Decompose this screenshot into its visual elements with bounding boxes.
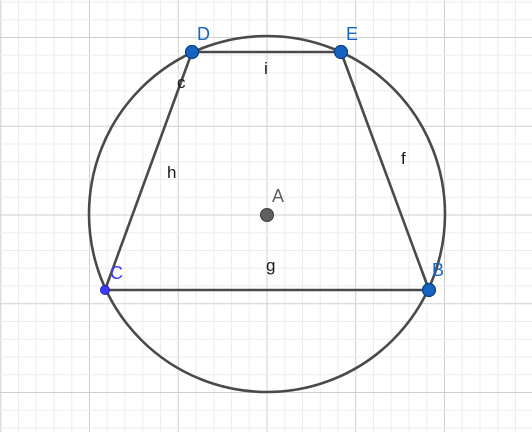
point-label-C: C [110, 263, 123, 283]
point-C[interactable] [100, 285, 110, 295]
point-E[interactable] [333, 44, 349, 60]
segment-label-g: g [266, 256, 275, 275]
segment-label-i: i [264, 59, 268, 78]
point-A[interactable] [260, 208, 274, 222]
segment-h[interactable] [103, 50, 194, 292]
segment-f[interactable] [339, 50, 431, 292]
segment-label-h: h [167, 163, 176, 182]
circle-c[interactable] [87, 34, 447, 394]
point-label-E: E [346, 24, 358, 44]
point-label-B: B [432, 260, 444, 280]
point-B[interactable] [421, 282, 437, 298]
segment-label-f: f [401, 149, 406, 168]
point-label-A: A [272, 186, 284, 206]
point-label-D: D [197, 24, 210, 44]
point-D[interactable] [184, 44, 200, 60]
circle-label-c: c [177, 73, 186, 92]
